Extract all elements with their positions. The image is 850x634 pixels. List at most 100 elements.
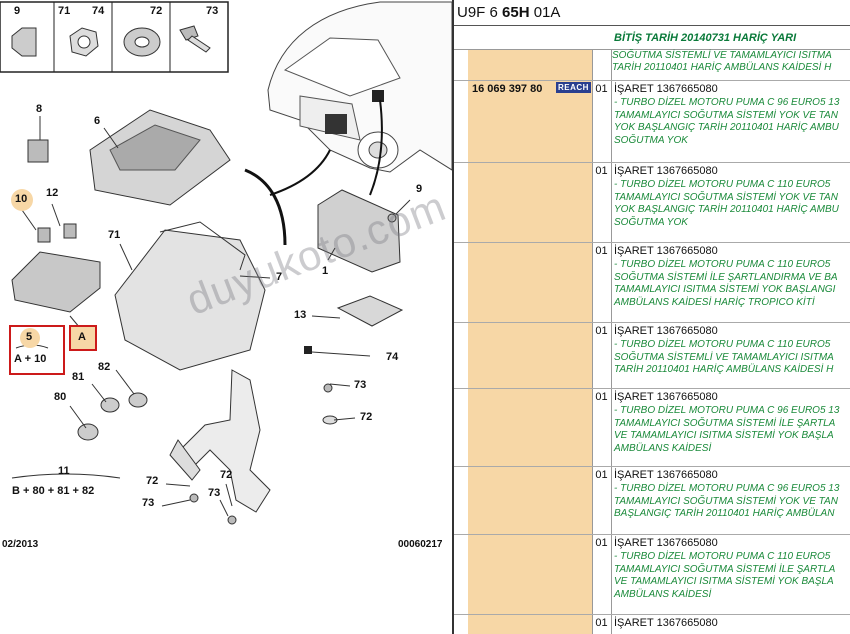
desc-line: TARİH 20110401 HARİÇ AMBÜLANS KAİDESİ H bbox=[614, 364, 834, 375]
list-item[interactable]: 01 İŞARET 1367665080 - TURBO DİZEL MOTOR… bbox=[454, 162, 850, 243]
entry-head: İŞARET 1367665080 bbox=[614, 83, 718, 95]
callout-9b: 9 bbox=[416, 183, 423, 195]
panel-header: U9F 6 65H 01A bbox=[454, 0, 850, 26]
callout-12: 12 bbox=[46, 187, 59, 199]
entry-qty: 01 bbox=[595, 165, 608, 177]
desc-line: SOĞUTMA SİSTEMİ İLE ŞARTLANDIRMA VE BA bbox=[614, 271, 838, 283]
entry-desc: - TURBO DİZEL MOTORU PUMA C 96 EURO5 13 … bbox=[614, 483, 850, 521]
desc-line: AMBÜLANS KAİDESİ bbox=[614, 442, 712, 454]
entry-qty: 01 bbox=[595, 537, 608, 549]
desc-line: TAMAMLAYICI ISITMA SİSTEMİ YOK BAŞLANGI bbox=[614, 284, 836, 295]
callout-9: 9 bbox=[14, 5, 21, 17]
part-number-column bbox=[468, 50, 592, 634]
callout-6: 6 bbox=[94, 115, 101, 127]
callout-74b: 74 bbox=[386, 351, 399, 363]
desc-line: TAMAMLAYICI SOĞUTMA SİSTEMİ İLE ŞARTLA bbox=[614, 563, 836, 575]
entry-desc: - TURBO DİZEL MOTORU PUMA C 110 EURO5 TA… bbox=[614, 551, 850, 601]
desc-line: YOK BAŞLANGIÇ TARİH 20110401 HARİÇ AMBU bbox=[614, 204, 839, 215]
top-note-line: TARİH 20110401 HARİÇ AMBÜLANS KAİDESİ H bbox=[612, 62, 832, 73]
desc-line: - TURBO DİZEL MOTORU PUMA C 96 EURO5 13 bbox=[614, 405, 840, 416]
list-item[interactable]: 01 İŞARET 1367665080 - TURBO DİZEL MOTOR… bbox=[454, 388, 850, 467]
desc-line: - TURBO DİZEL MOTORU PUMA C 110 EURO5 bbox=[614, 339, 831, 350]
top-note-line: SOĞUTMA SİSTEMLİ VE TAMAMLAYICI ISITMA bbox=[612, 50, 832, 61]
diagram-code: 00060217 bbox=[398, 539, 443, 550]
callout-73: 73 bbox=[206, 5, 219, 17]
list-item[interactable]: 01 İŞARET 1367665080 bbox=[454, 614, 850, 634]
desc-line: - TURBO DİZEL MOTORU PUMA C 110 EURO5 bbox=[614, 179, 831, 190]
entry-head: İŞARET 1367665080 bbox=[614, 537, 718, 549]
entry-head: İŞARET 1367665080 bbox=[614, 325, 718, 337]
header-bold: 65H bbox=[502, 4, 530, 21]
entry-qty: 01 bbox=[595, 325, 608, 337]
desc-line: VE TAMAMLAYICI ISITMA SİSTEMİ YOK BAŞLA bbox=[614, 430, 834, 441]
callout-73d: 73 bbox=[208, 487, 221, 499]
desc-line: AMBÜLANS KAİDESİ HARİÇ TROPICO KİTİ bbox=[614, 296, 815, 308]
desc-line: - TURBO DİZEL MOTORU PUMA C 110 EURO5 bbox=[614, 551, 831, 562]
entry-head: İŞARET 1367665080 bbox=[614, 165, 718, 177]
entry-desc: - TURBO DİZEL MOTORU PUMA C 96 EURO5 13 … bbox=[614, 405, 850, 455]
callout-A: A bbox=[78, 331, 86, 343]
callout-73c: 73 bbox=[142, 497, 155, 509]
entry-qty: 01 bbox=[595, 469, 608, 481]
list-item[interactable]: 01 İŞARET 1367665080 - TURBO DİZEL MOTOR… bbox=[454, 466, 850, 535]
part-number[interactable]: 16 069 397 80 bbox=[472, 83, 543, 95]
desc-line: TAMAMLAYICI SOĞUTMA SİSTEMİ YOK VE TAN bbox=[614, 191, 838, 203]
entry-desc: - TURBO DİZEL MOTORU PUMA C 96 EURO5 13 … bbox=[614, 97, 850, 147]
callout-71: 71 bbox=[58, 5, 71, 17]
column-separator bbox=[592, 50, 593, 634]
callout-72d: 72 bbox=[220, 469, 233, 481]
desc-line: - TURBO DİZEL MOTORU PUMA C 96 EURO5 13 bbox=[614, 97, 840, 108]
callout-11: 11 bbox=[58, 465, 70, 477]
entry-head: İŞARET 1367665080 bbox=[614, 617, 718, 629]
desc-line: SOĞUTMA YOK bbox=[614, 216, 688, 228]
callout-1: 1 bbox=[322, 265, 329, 277]
callout-5: 5 bbox=[26, 331, 33, 343]
column-separator bbox=[611, 50, 612, 634]
desc-line: SOĞUTMA SİSTEMLİ VE TAMAMLAYICI ISITMA bbox=[614, 351, 834, 363]
entry-qty: 01 bbox=[595, 83, 608, 95]
desc-line: TAMAMLAYICI SOĞUTMA SİSTEMİ İLE ŞARTLA bbox=[614, 417, 836, 429]
reach-badge: REACH bbox=[556, 82, 591, 93]
end-date-note: BİTİŞ TARİH 20140731 HARİÇ YARI bbox=[454, 26, 850, 50]
header-prefix: U9F 6 bbox=[457, 4, 503, 21]
callout-7: 7 bbox=[276, 271, 283, 283]
entry-head: İŞARET 1367665080 bbox=[614, 391, 718, 403]
callout-73b: 73 bbox=[354, 379, 367, 391]
callout-81: 81 bbox=[72, 371, 85, 383]
diagram-date: 02/2013 bbox=[2, 539, 39, 550]
desc-line: SOĞUTMA YOK bbox=[614, 134, 688, 146]
callout-74: 74 bbox=[92, 5, 105, 17]
entry-desc: - TURBO DİZEL MOTORU PUMA C 110 EURO5 SO… bbox=[614, 259, 850, 309]
desc-line: AMBÜLANS KAİDESİ bbox=[614, 588, 712, 600]
entry-desc: - TURBO DİZEL MOTORU PUMA C 110 EURO5 TA… bbox=[614, 179, 850, 229]
callout-72c: 72 bbox=[146, 475, 159, 487]
desc-line: - TURBO DİZEL MOTORU PUMA C 96 EURO5 13 bbox=[614, 483, 840, 494]
list-item[interactable]: 01 İŞARET 1367665080 - TURBO DİZEL MOTOR… bbox=[454, 322, 850, 389]
list-item[interactable]: 01 İŞARET 1367665080 - TURBO DİZEL MOTOR… bbox=[454, 534, 850, 615]
group-a10-label: A + 10 bbox=[14, 353, 47, 365]
entry-head: İŞARET 1367665080 bbox=[614, 245, 718, 257]
callout-82: 82 bbox=[98, 361, 111, 373]
callout-71b: 71 bbox=[108, 229, 121, 241]
callout-10: 10 bbox=[15, 193, 28, 205]
group-b-label: B + 80 + 81 + 82 bbox=[12, 485, 95, 497]
desc-line: BAŞLANGIÇ TARİH 20110401 HARİÇ AMBÜLAN bbox=[614, 508, 835, 519]
top-note: SOĞUTMA SİSTEMLİ VE TAMAMLAYICI ISITMA T… bbox=[612, 50, 850, 74]
callout-72b: 72 bbox=[360, 411, 373, 423]
entry-qty: 01 bbox=[595, 245, 608, 257]
entry-head: İŞARET 1367665080 bbox=[614, 469, 718, 481]
list-item[interactable]: 01 İŞARET 1367665080 - TURBO DİZEL MOTOR… bbox=[454, 80, 850, 163]
callout-13: 13 bbox=[294, 309, 307, 321]
panel-divider bbox=[452, 0, 454, 634]
callout-72: 72 bbox=[150, 5, 163, 17]
list-item[interactable]: 01 İŞARET 1367665080 - TURBO DİZEL MOTOR… bbox=[454, 242, 850, 323]
parts-panel: U9F 6 65H 01A BİTİŞ TARİH 20140731 HARİÇ… bbox=[454, 0, 850, 634]
callout-80: 80 bbox=[54, 391, 67, 403]
callout-8: 8 bbox=[36, 103, 43, 115]
desc-line: - TURBO DİZEL MOTORU PUMA C 110 EURO5 bbox=[614, 259, 831, 270]
desc-line: VE TAMAMLAYICI ISITMA SİSTEMİ YOK BAŞLA bbox=[614, 576, 834, 587]
entry-qty: 01 bbox=[595, 391, 608, 403]
parts-grid: SOĞUTMA SİSTEMLİ VE TAMAMLAYICI ISITMA T… bbox=[454, 50, 850, 634]
diagram-drawing bbox=[0, 1, 452, 525]
entry-desc: - TURBO DİZEL MOTORU PUMA C 110 EURO5 SO… bbox=[614, 339, 850, 377]
